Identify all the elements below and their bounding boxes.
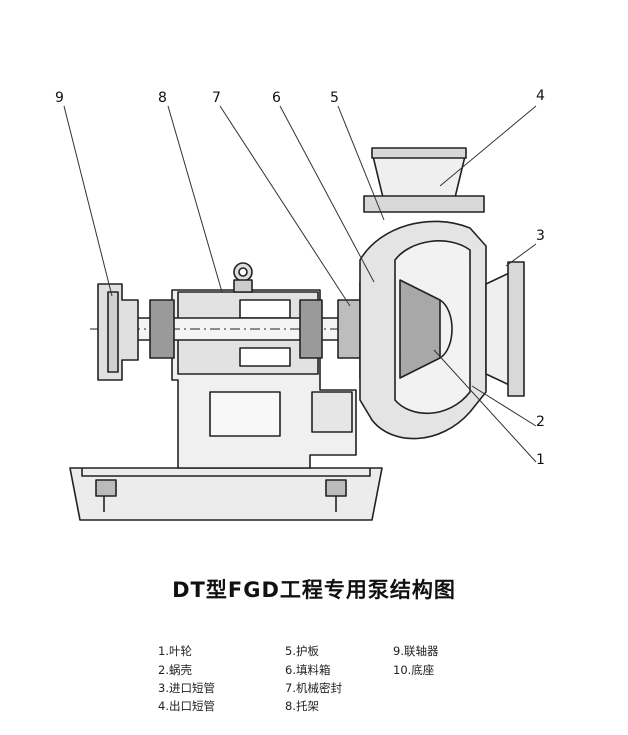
base-top-rail xyxy=(81,468,371,477)
callout-4: 4 xyxy=(536,88,545,104)
legend-item-7: 7.机械密封 xyxy=(285,681,342,695)
callout-1: 1 xyxy=(536,452,545,468)
bracket-window xyxy=(209,391,281,437)
legend-item-6: 6.填料箱 xyxy=(285,663,331,677)
callout-3: 3 xyxy=(536,228,545,244)
callout-5: 5 xyxy=(330,90,339,106)
legend-item-2: 2.蜗壳 xyxy=(158,663,192,677)
callout-7: 7 xyxy=(212,90,221,106)
inlet-flange xyxy=(507,261,525,397)
legend-item-10: 10.底座 xyxy=(393,663,435,677)
legend-item-1: 1.叶轮 xyxy=(158,644,192,658)
legend-item-3: 3.进口短管 xyxy=(158,681,215,695)
legend-item-8: 8.托架 xyxy=(285,699,319,713)
legend-item-9: 9.联轴器 xyxy=(393,644,439,658)
callout-9: 9 xyxy=(55,90,64,106)
base-bolt-left xyxy=(95,479,117,497)
drawing-title: DT型FGD工程专用泵结构图 xyxy=(172,578,456,602)
legend-item-4: 4.出口短管 xyxy=(158,699,215,713)
outlet-flange xyxy=(363,195,485,213)
callout-2: 2 xyxy=(536,414,545,430)
callout-6: 6 xyxy=(272,90,281,106)
bearing-rear xyxy=(149,299,175,359)
bearing-front xyxy=(299,299,323,359)
callout-8: 8 xyxy=(158,90,167,106)
legend-item-5: 5.护板 xyxy=(285,644,319,658)
base-bolt-mid xyxy=(325,479,347,497)
